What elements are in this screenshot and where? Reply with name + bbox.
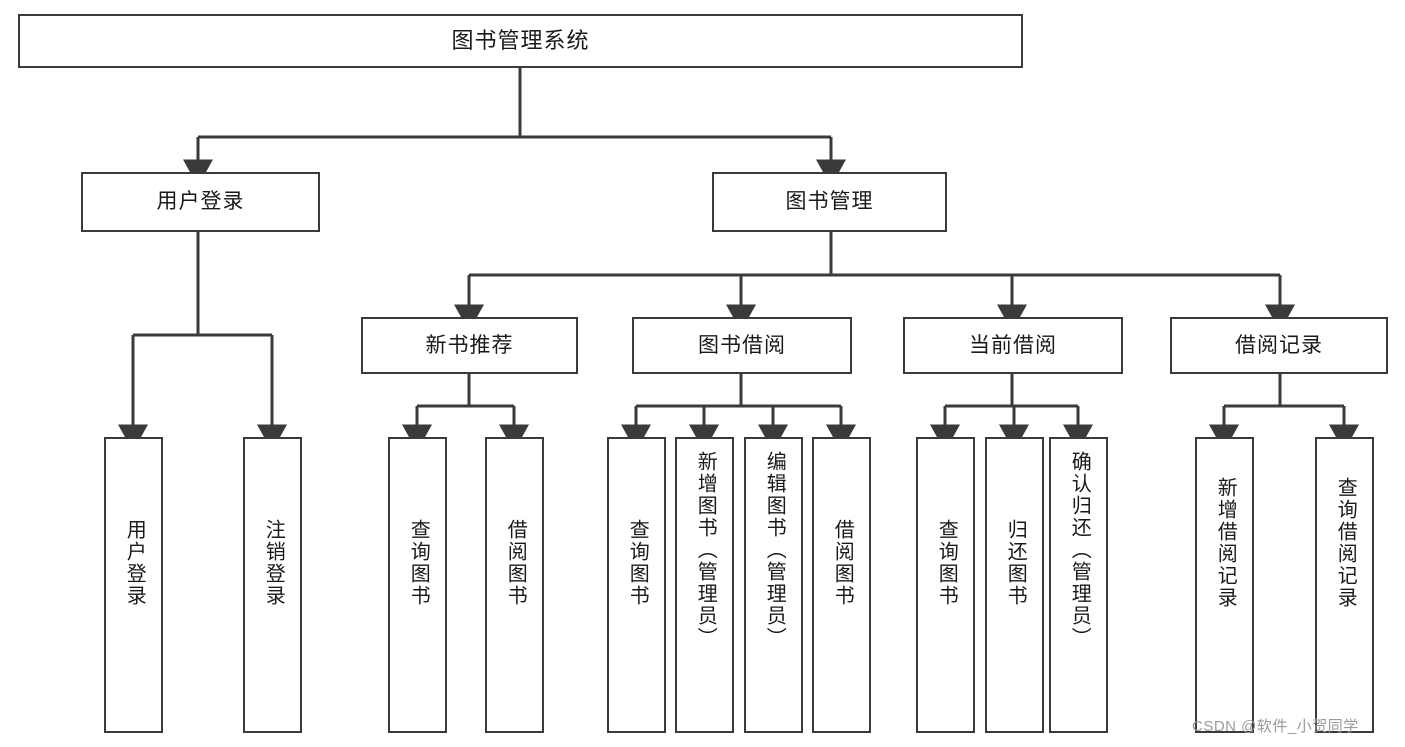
node-leaf-return-book[interactable]: 归还图书 bbox=[985, 437, 1044, 733]
node-leaf-query-book-cb[interactable]: 查询图书 bbox=[916, 437, 975, 733]
node-leaf-borrow-book-bb-label: 借阅图书 bbox=[831, 519, 854, 607]
node-leaf-borrow-book-rec[interactable]: 借阅图书 bbox=[485, 437, 544, 733]
node-borrow-record[interactable]: 借阅记录 bbox=[1170, 317, 1388, 374]
node-leaf-edit-book-label: 编辑图书（管理员） bbox=[763, 451, 786, 649]
node-leaf-query-record[interactable]: 查询借阅记录 bbox=[1315, 437, 1374, 733]
node-leaf-query-book-cb-label: 查询图书 bbox=[935, 519, 958, 607]
node-leaf-query-book-rec[interactable]: 查询图书 bbox=[388, 437, 447, 733]
node-current-borrow-label: 当前借阅 bbox=[969, 333, 1057, 357]
node-leaf-add-record[interactable]: 新增借阅记录 bbox=[1195, 437, 1254, 733]
node-user-login[interactable]: 用户登录 bbox=[81, 172, 320, 232]
node-book-manage[interactable]: 图书管理 bbox=[712, 172, 947, 232]
node-new-book-recommend[interactable]: 新书推荐 bbox=[361, 317, 578, 374]
node-new-book-recommend-label: 新书推荐 bbox=[425, 333, 514, 357]
node-leaf-user-login-label: 用户登录 bbox=[123, 519, 146, 607]
node-leaf-query-book-rec-label: 查询图书 bbox=[407, 519, 430, 607]
node-leaf-user-logout-label: 注销登录 bbox=[262, 519, 285, 607]
node-leaf-confirm-return-label: 确认归还（管理员） bbox=[1068, 451, 1091, 649]
node-root-label: 图书管理系统 bbox=[451, 27, 590, 53]
edges-group bbox=[118, 68, 1359, 452]
node-leaf-add-record-label: 新增借阅记录 bbox=[1214, 477, 1237, 609]
watermark: CSDN @软件_小贺同学 bbox=[1192, 718, 1359, 735]
node-book-borrow-label: 图书借阅 bbox=[698, 333, 786, 357]
node-borrow-record-label: 借阅记录 bbox=[1235, 333, 1323, 357]
node-book-borrow[interactable]: 图书借阅 bbox=[632, 317, 852, 374]
node-current-borrow[interactable]: 当前借阅 bbox=[903, 317, 1123, 374]
node-leaf-user-logout[interactable]: 注销登录 bbox=[243, 437, 302, 733]
node-leaf-query-book-bb-label: 查询图书 bbox=[626, 519, 649, 607]
node-leaf-return-book-label: 归还图书 bbox=[1004, 519, 1027, 607]
node-user-login-label: 用户登录 bbox=[156, 190, 245, 214]
node-leaf-add-book-label: 新增图书（管理员） bbox=[694, 451, 717, 649]
node-leaf-query-record-label: 查询借阅记录 bbox=[1334, 477, 1357, 609]
node-leaf-user-login[interactable]: 用户登录 bbox=[104, 437, 163, 733]
node-leaf-edit-book[interactable]: 编辑图书（管理员） bbox=[744, 437, 803, 733]
node-root[interactable]: 图书管理系统 bbox=[18, 14, 1023, 68]
node-leaf-borrow-book-rec-label: 借阅图书 bbox=[504, 519, 527, 607]
node-leaf-add-book[interactable]: 新增图书（管理员） bbox=[675, 437, 734, 733]
node-book-manage-label: 图书管理 bbox=[785, 190, 874, 214]
node-leaf-borrow-book-bb[interactable]: 借阅图书 bbox=[812, 437, 871, 733]
node-leaf-query-book-bb[interactable]: 查询图书 bbox=[607, 437, 666, 733]
node-leaf-confirm-return[interactable]: 确认归还（管理员） bbox=[1049, 437, 1108, 733]
